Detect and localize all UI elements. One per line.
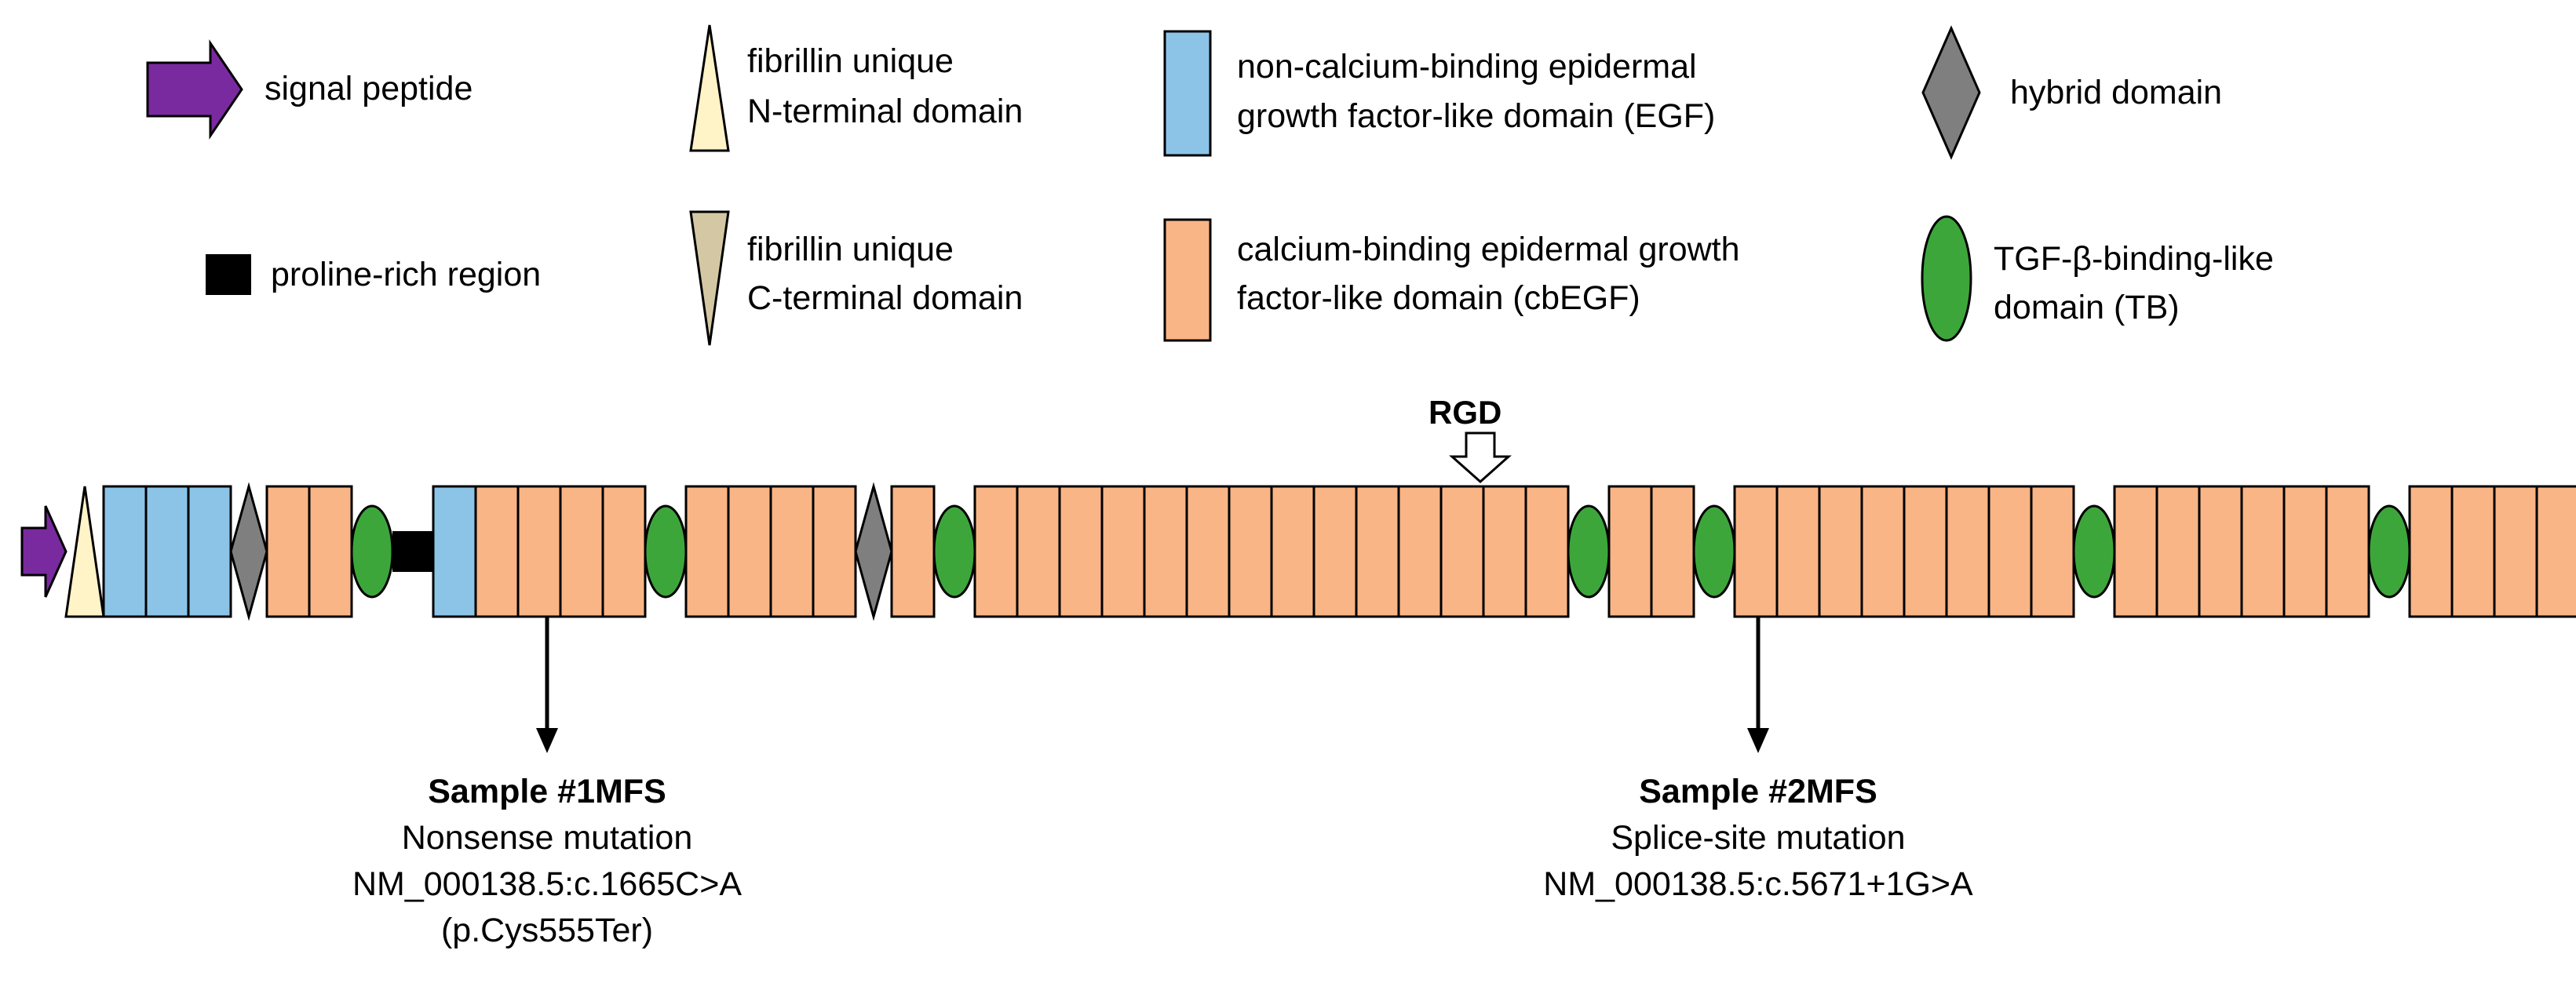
cbegf-domain xyxy=(2325,485,2370,618)
cbegf-domain xyxy=(2113,485,2158,618)
cbegf-domain xyxy=(2155,485,2201,618)
legend-tb-label-line2: domain (TB) xyxy=(1994,289,2180,326)
cbegf-domain xyxy=(1439,485,1485,618)
cbegf-domain xyxy=(2240,485,2286,618)
legend-egf-label-line1: non-calcium-binding epidermal xyxy=(1237,48,1697,86)
tb-domain xyxy=(1692,504,1736,599)
cbegf-domain xyxy=(474,485,520,618)
cbegf-domain xyxy=(265,485,311,618)
proline-rich-domain xyxy=(392,531,433,572)
cbegf-domain xyxy=(1482,485,1527,618)
cbegf-domain xyxy=(2535,485,2576,618)
domain-track xyxy=(20,482,2576,621)
cbegf-domain xyxy=(1945,485,1990,618)
signal-peptide-domain xyxy=(20,505,68,598)
legend-egf-label-line2: growth factor-like domain (EGF) xyxy=(1237,97,1716,135)
sample1-title: Sample #1MFS xyxy=(428,773,666,810)
cbegf-domain xyxy=(727,485,772,618)
cbegf-domain xyxy=(559,485,604,618)
egf-domain xyxy=(432,485,477,618)
cbegf-domain xyxy=(890,485,936,618)
cbegf-domain xyxy=(1058,485,1104,618)
legend-proline-rich-icon xyxy=(206,254,251,295)
legend-hybrid-label: hybrid domain xyxy=(2010,74,2223,111)
legend-signal-peptide-label: signal peptide xyxy=(265,70,473,107)
cbegf-domain xyxy=(769,485,815,618)
legend-fibrillin-n-label-line2: N-terminal domain xyxy=(747,93,1023,130)
legend-tb-icon xyxy=(1921,215,1972,342)
fibrillin-n-terminal-domain xyxy=(64,486,105,618)
cbegf-domain xyxy=(1185,485,1231,618)
legend-signal-peptide-icon xyxy=(146,39,243,140)
cbegf-domain xyxy=(2450,485,2496,618)
cbegf-domain xyxy=(1524,485,1570,618)
cbegf-domain xyxy=(1312,485,1358,618)
tb-domain xyxy=(350,504,394,599)
tb-domain xyxy=(1567,504,1611,599)
rgd-arrow-icon xyxy=(1449,431,1512,484)
cbegf-domain xyxy=(2408,485,2454,618)
hybrid-domain xyxy=(229,482,268,621)
cbegf-domain xyxy=(1143,485,1188,618)
sample1-mutation-type: Nonsense mutation xyxy=(401,819,693,857)
cbegf-domain xyxy=(308,485,353,618)
cbegf-domain xyxy=(1903,485,1948,618)
cbegf-domain xyxy=(2282,485,2328,618)
sample1-mutation-arrow xyxy=(536,617,558,753)
hybrid-domain xyxy=(854,482,893,621)
cbegf-domain xyxy=(812,485,857,618)
cbegf-domain xyxy=(1397,485,1443,618)
cbegf-domain xyxy=(2198,485,2243,618)
sample2-mutation-arrow xyxy=(1747,617,1769,753)
legend-hybrid-icon xyxy=(1921,25,1981,160)
cbegf-domain xyxy=(1355,485,1400,618)
cbegf-domain xyxy=(1016,485,1061,618)
tb-domain xyxy=(932,504,976,599)
legend-fibrillin-c-label-line2: C-terminal domain xyxy=(747,279,1023,317)
cbegf-domain xyxy=(1818,485,1863,618)
sample2-title: Sample #2MFS xyxy=(1639,773,1877,810)
cbegf-domain xyxy=(2030,485,2075,618)
cbegf-domain xyxy=(1733,485,1779,618)
legend-fibrillin-c-icon xyxy=(689,210,730,346)
legend-egf-icon xyxy=(1163,30,1212,157)
sample1-protein-change: (p.Cys555Ter) xyxy=(440,912,654,949)
sample2-variant: NM_000138.5:c.5671+1G>A xyxy=(1543,865,1973,903)
tb-domain xyxy=(2367,504,2411,599)
cbegf-domain xyxy=(1650,485,1695,618)
cbegf-domain xyxy=(1775,485,1821,618)
legend-proline-rich-label: proline-rich region xyxy=(271,256,542,293)
cbegf-domain xyxy=(601,485,647,618)
legend-fibrillin-n-label-line1: fibrillin unique xyxy=(747,42,954,80)
tb-domain xyxy=(2072,504,2116,599)
legend-tb-label-line1: TGF-β-binding-like xyxy=(1994,240,2274,278)
legend-fibrillin-c-label-line1: fibrillin unique xyxy=(747,231,954,268)
sample2-annotation: Sample #2MFS Splice-site mutation NM_000… xyxy=(1405,769,2111,908)
cbegf-domain xyxy=(1987,485,2033,618)
cbegf-domain xyxy=(973,485,1019,618)
cbegf-domain xyxy=(1860,485,1906,618)
cbegf-domain xyxy=(516,485,562,618)
rgd-label: RGD xyxy=(1428,394,1502,431)
cbegf-domain xyxy=(1100,485,1146,618)
legend-cbegf-label-line2: factor-like domain (cbEGF) xyxy=(1237,279,1640,317)
sample1-annotation: Sample #1MFS Nonsense mutation NM_000138… xyxy=(194,769,900,954)
cbegf-domain xyxy=(1270,485,1315,618)
cbegf-domain xyxy=(684,485,730,618)
tb-domain xyxy=(644,504,688,599)
egf-domain xyxy=(187,485,232,618)
cbegf-domain xyxy=(1607,485,1653,618)
sample2-mutation-type: Splice-site mutation xyxy=(1611,819,1906,857)
cbegf-domain xyxy=(1228,485,1273,618)
legend-cbegf-label-line1: calcium-binding epidermal growth xyxy=(1237,231,1740,268)
egf-domain xyxy=(144,485,190,618)
cbegf-domain xyxy=(2493,485,2538,618)
sample1-variant: NM_000138.5:c.1665C>A xyxy=(352,865,743,903)
legend-cbegf-icon xyxy=(1163,218,1212,342)
egf-domain xyxy=(102,485,148,618)
legend-fibrillin-n-icon xyxy=(689,24,730,152)
